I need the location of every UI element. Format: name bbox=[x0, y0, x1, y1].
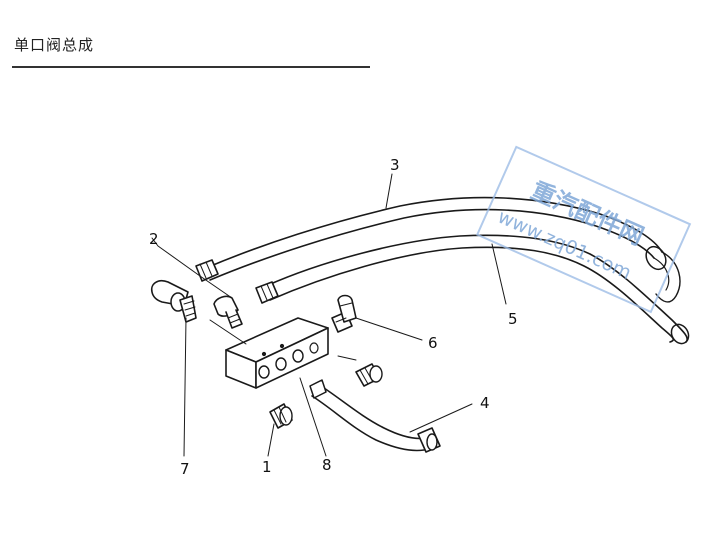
callout-8: 8 bbox=[322, 456, 332, 474]
part-6-elbow bbox=[331, 294, 357, 333]
part-connector-nut bbox=[355, 363, 383, 387]
page-title: 单口阀总成 bbox=[14, 36, 95, 54]
callout-1: 1 bbox=[262, 458, 272, 476]
title-rule bbox=[12, 66, 370, 68]
callout-7: 7 bbox=[180, 460, 190, 478]
callout-2: 2 bbox=[149, 230, 159, 248]
watermark: 重汽配件网 www.zq01.com bbox=[475, 145, 692, 314]
leader-lines bbox=[151, 173, 507, 457]
hose-end-fitting-right bbox=[645, 245, 690, 345]
hose-5-nut bbox=[255, 281, 279, 304]
part-2-elbow bbox=[213, 295, 243, 329]
part-8-valve-block bbox=[225, 317, 329, 389]
hose-5 bbox=[265, 234, 688, 343]
hose-3 bbox=[205, 196, 663, 281]
part-7-fitting bbox=[150, 279, 197, 323]
callout-3: 3 bbox=[390, 156, 400, 174]
hose-4 bbox=[309, 379, 441, 453]
callout-4: 4 bbox=[480, 394, 490, 412]
callout-5: 5 bbox=[508, 310, 518, 328]
part-1-plug bbox=[269, 403, 293, 429]
callout-6: 6 bbox=[428, 334, 438, 352]
